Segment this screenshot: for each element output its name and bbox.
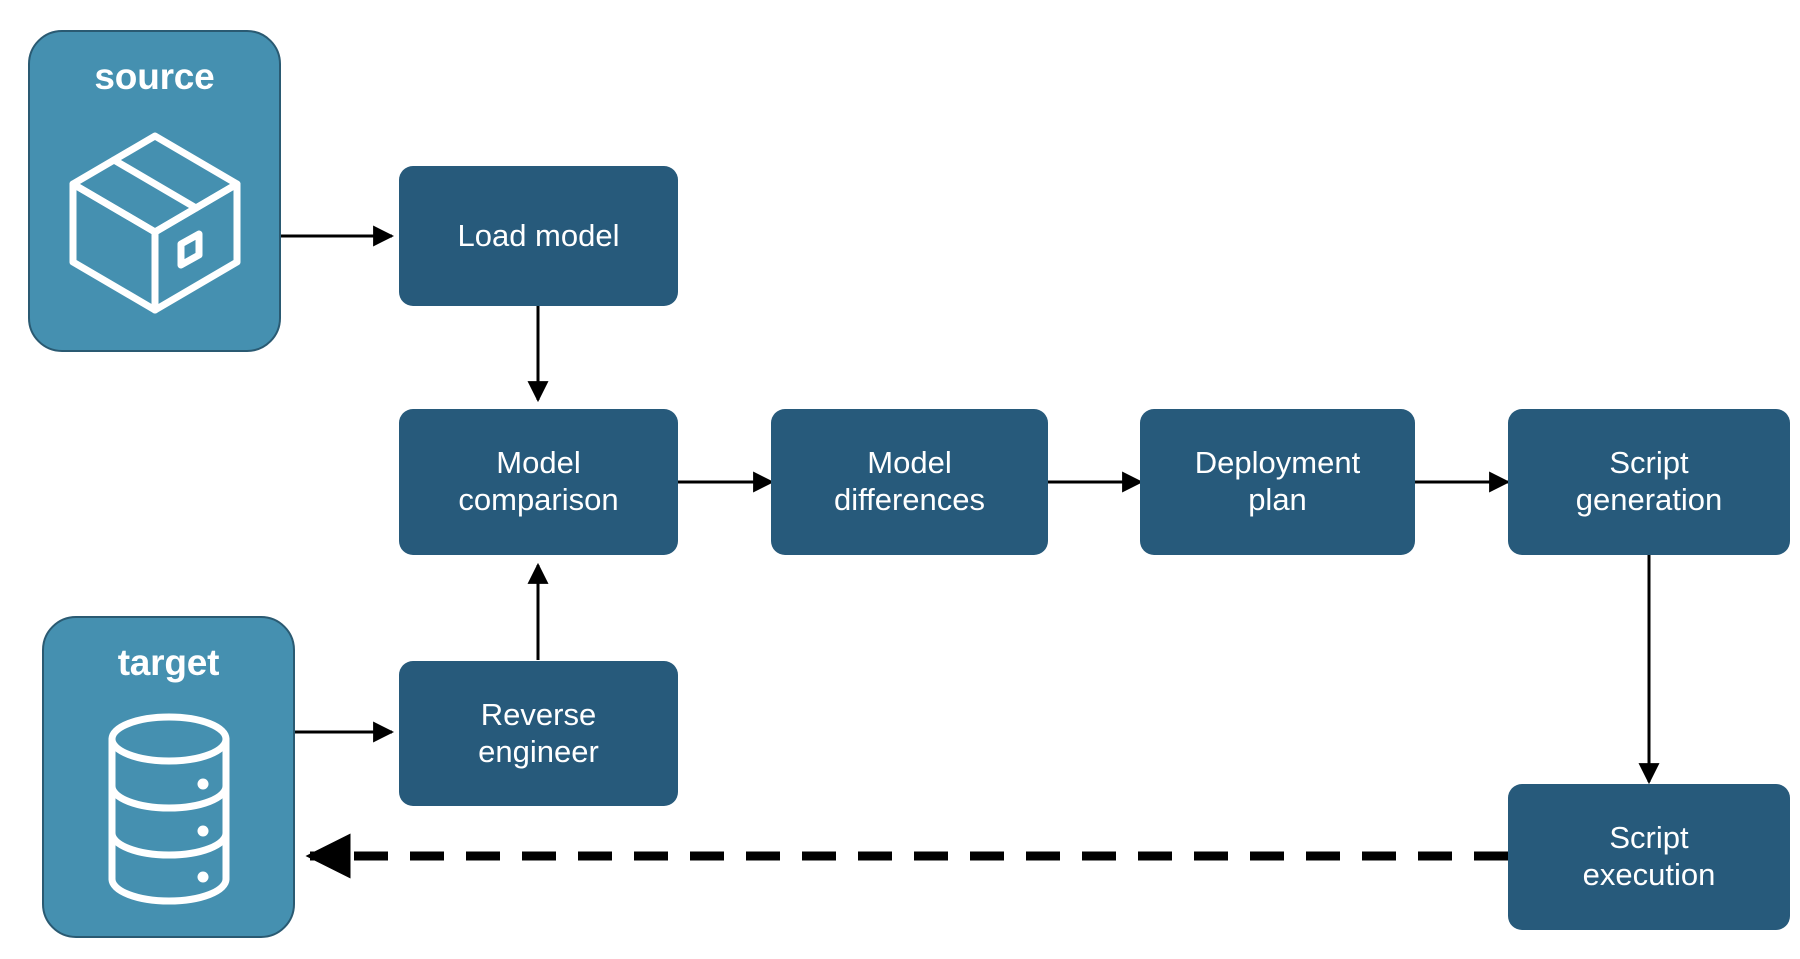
node-label-deployment-plan: Deployment plan <box>1194 445 1361 517</box>
package-box-icon <box>30 95 279 350</box>
node-label-model-comparison: Model comparison <box>458 445 619 517</box>
node-reverse-engineer[interactable]: Reverse engineer <box>399 661 678 806</box>
node-label-script-generation: Script generation <box>1575 445 1723 517</box>
endpoint-card-target[interactable]: target <box>42 616 295 938</box>
endpoint-card-source[interactable]: source <box>28 30 281 352</box>
node-label-load-model: Load model <box>457 217 620 253</box>
node-load-model[interactable]: Load model <box>399 166 678 306</box>
node-script-generation[interactable]: Script generation <box>1508 409 1790 555</box>
node-model-differences[interactable]: Model differences <box>771 409 1048 555</box>
node-script-execution[interactable]: Script execution <box>1508 784 1790 930</box>
node-label-script-execution: Script execution <box>1582 820 1716 892</box>
node-model-comparison[interactable]: Model comparison <box>399 409 678 555</box>
node-label-model-differences: Model differences <box>833 445 986 517</box>
endpoint-label-target: target <box>117 642 220 683</box>
node-deployment-plan[interactable]: Deployment plan <box>1140 409 1415 555</box>
endpoint-label-source: source <box>94 56 215 97</box>
database-cylinder-icon <box>44 681 293 936</box>
node-label-reverse-engineer: Reverse engineer <box>478 696 599 769</box>
